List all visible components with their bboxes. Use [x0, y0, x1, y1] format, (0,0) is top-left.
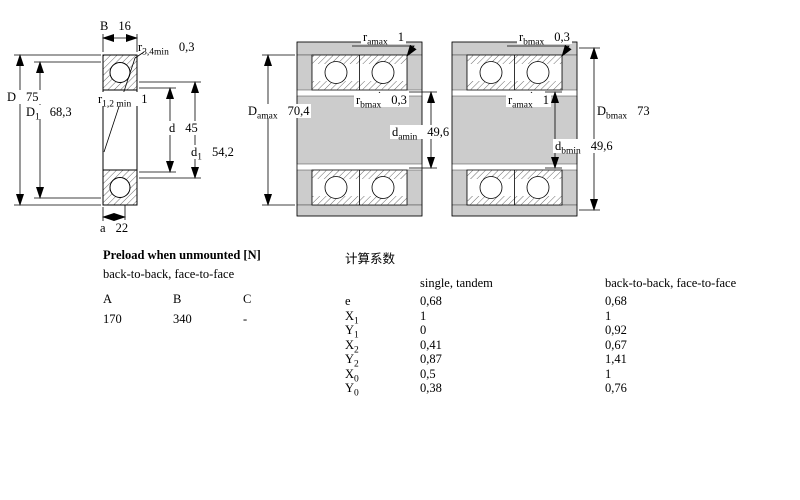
factor-symbol: Y1: [345, 323, 359, 341]
factors-row-Y2: Y2 0,87 1,41: [345, 352, 795, 370]
right-figure-mounting: [451, 41, 600, 217]
factors-col2-header: back-to-back, face-to-face: [605, 276, 737, 290]
factors-row-Y1: Y1 0 0,92: [345, 323, 795, 341]
factor-value-paired: 1,41: [605, 352, 627, 366]
factors-row-X1: X1 1 1: [345, 308, 795, 326]
preload-value-A: 170: [103, 312, 122, 326]
factors-row-X0: X0 0,5 1: [345, 366, 795, 384]
preload-values-row: 170 340 -: [103, 312, 343, 327]
spacer: [345, 276, 420, 291]
preload-table: Preload when unmounted [N] back-to-back,…: [103, 248, 343, 327]
factor-value-single: 1: [420, 308, 427, 323]
preload-subtitle: back-to-back, face-to-face: [103, 267, 235, 281]
factors-title: 计算系数: [345, 252, 396, 266]
factor-symbol: X1: [345, 308, 359, 326]
factor-symbol: X2: [345, 337, 359, 355]
factors-col1-header: single, tandem: [420, 276, 493, 290]
factor-value-single: 0: [420, 323, 427, 337]
factor-symbol: Y2: [345, 352, 359, 370]
factor-value-single: 0,87: [420, 352, 442, 366]
preload-title: Preload when unmounted [N]: [103, 248, 261, 262]
factor-value-paired: 1: [605, 308, 612, 323]
preload-col-A: A: [103, 292, 113, 306]
factors-row-Y0: Y0 0,38 0,76: [345, 381, 795, 399]
factors-row-e: e 0,68 0,68: [345, 294, 795, 309]
preload-col-C: C: [243, 292, 252, 306]
factor-value-single: 0,68: [420, 294, 442, 308]
factor-value-paired: 0,92: [605, 323, 627, 337]
factor-symbol: e: [345, 294, 351, 308]
factor-symbol: Y0: [345, 381, 359, 399]
factors-row-X2: X2 0,41 0,67: [345, 337, 795, 355]
factor-value-single: 0,5: [420, 366, 436, 381]
factor-symbol: X0: [345, 366, 359, 384]
left-figure-dimension-lines: [14, 34, 201, 221]
preload-header-row: A B C: [103, 292, 343, 307]
preload-value-C: -: [243, 312, 248, 326]
factor-value-paired: 1: [605, 366, 612, 381]
factor-value-single: 0,41: [420, 337, 442, 352]
factor-value-paired: 0,68: [605, 294, 627, 308]
factor-value-single: 0,38: [420, 381, 442, 395]
preload-value-B: 340: [173, 312, 192, 326]
factor-value-paired: 0,76: [605, 381, 627, 395]
calculation-factors-table: 计算系数 single, tandem back-to-back, face-t…: [345, 248, 795, 399]
preload-col-B: B: [173, 292, 182, 306]
factor-value-paired: 0,67: [605, 337, 627, 352]
left-figure-cross-section: [102, 54, 138, 220]
factors-header-row: single, tandem back-to-back, face-to-fac…: [345, 276, 795, 291]
